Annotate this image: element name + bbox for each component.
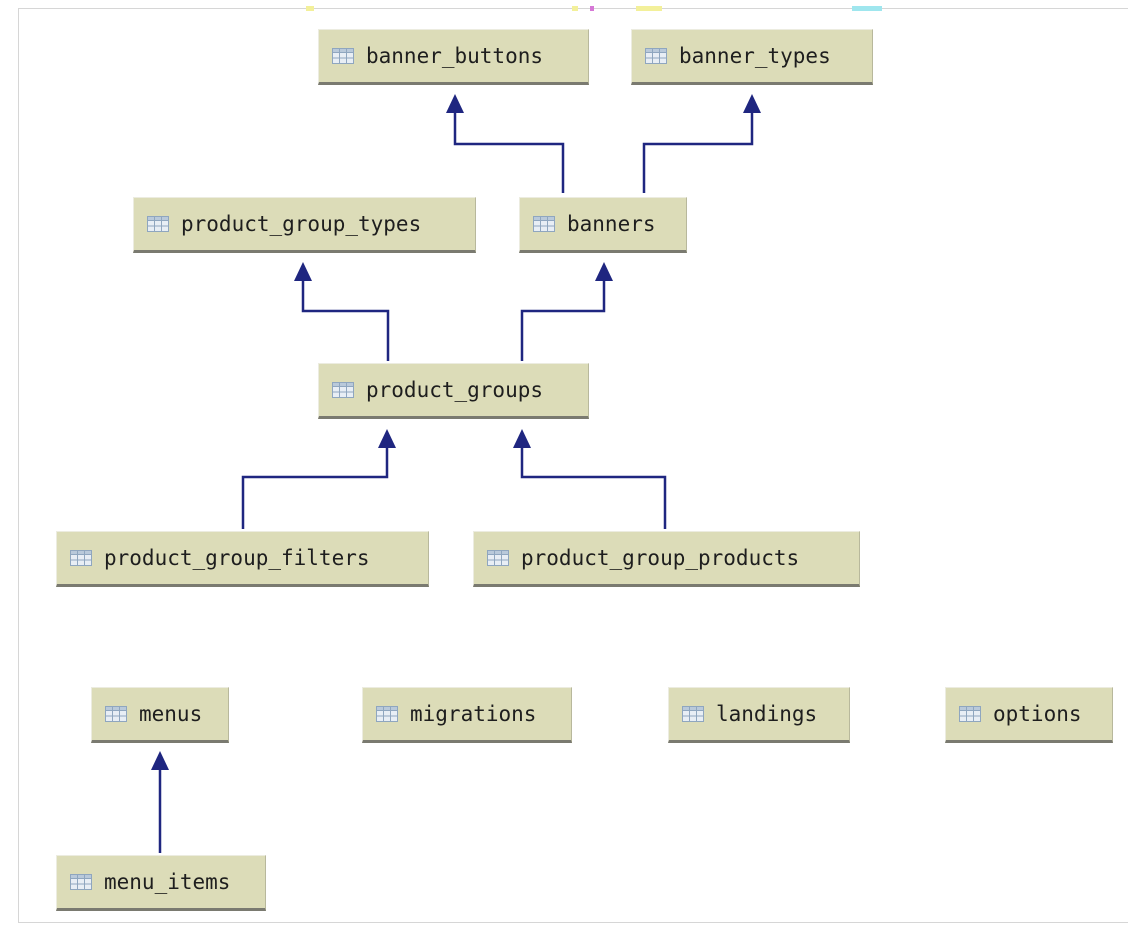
table-icon: [645, 48, 667, 64]
table-node-product-group-filters[interactable]: product_group_filters: [56, 531, 429, 587]
arrowhead-banner-types: [743, 94, 761, 113]
table-node-product-groups[interactable]: product_groups: [318, 363, 589, 419]
table-icon: [376, 706, 398, 722]
table-node-menu-items[interactable]: menu_items: [56, 855, 266, 911]
table-node-product-group-types[interactable]: product_group_types: [133, 197, 476, 253]
table-icon: [70, 550, 92, 566]
arrowhead-banners: [595, 262, 613, 281]
table-node-menus[interactable]: menus: [91, 687, 229, 743]
table-icon: [70, 874, 92, 890]
table-icon: [332, 382, 354, 398]
table-node-banner-buttons[interactable]: banner_buttons: [318, 29, 589, 85]
arrowhead-product-group-types: [294, 262, 312, 281]
top-edge-mark-yellow-3: [636, 6, 662, 11]
table-node-migrations[interactable]: migrations: [362, 687, 572, 743]
table-label: migrations: [410, 702, 537, 726]
table-icon: [332, 48, 354, 64]
table-node-options[interactable]: options: [945, 687, 1113, 743]
table-label: menus: [139, 702, 203, 726]
table-icon: [533, 216, 555, 232]
table-node-banners[interactable]: banners: [519, 197, 687, 253]
table-label: landings: [716, 702, 818, 726]
table-label: product_groups: [366, 378, 544, 402]
link-product-groups-to-banners: [520, 279, 606, 361]
table-label: banner_buttons: [366, 44, 544, 68]
table-label: menu_items: [104, 870, 231, 894]
table-label: product_group_filters: [104, 546, 370, 570]
top-edge-mark-yellow-1: [306, 6, 314, 11]
table-label: product_group_types: [181, 212, 422, 236]
table-node-landings[interactable]: landings: [668, 687, 850, 743]
table-icon: [959, 706, 981, 722]
link-product-group-products-to-product-groups: [520, 446, 667, 529]
table-label: banner_types: [679, 44, 831, 68]
table-icon: [682, 706, 704, 722]
table-icon: [147, 216, 169, 232]
arrowhead-menus: [151, 751, 169, 770]
link-banners-to-banner-types: [642, 111, 754, 193]
table-label: product_group_products: [521, 546, 800, 570]
top-edge-mark-magenta: [590, 6, 594, 11]
link-product-group-filters-to-product-groups: [241, 446, 389, 529]
table-icon: [105, 706, 127, 722]
top-edge-mark-yellow-2: [572, 6, 578, 11]
table-label: banners: [567, 212, 656, 236]
arrowhead-product-groups-right: [513, 429, 531, 448]
link-product-groups-to-product-group-types: [301, 279, 390, 361]
arrowhead-banner-buttons: [446, 94, 464, 113]
table-node-banner-types[interactable]: banner_types: [631, 29, 873, 85]
table-label: options: [993, 702, 1082, 726]
top-edge-mark-cyan: [852, 6, 882, 11]
table-icon: [487, 550, 509, 566]
link-banners-to-banner-buttons: [453, 111, 565, 193]
arrowhead-product-groups-left: [378, 429, 396, 448]
table-node-product-group-products[interactable]: product_group_products: [473, 531, 860, 587]
